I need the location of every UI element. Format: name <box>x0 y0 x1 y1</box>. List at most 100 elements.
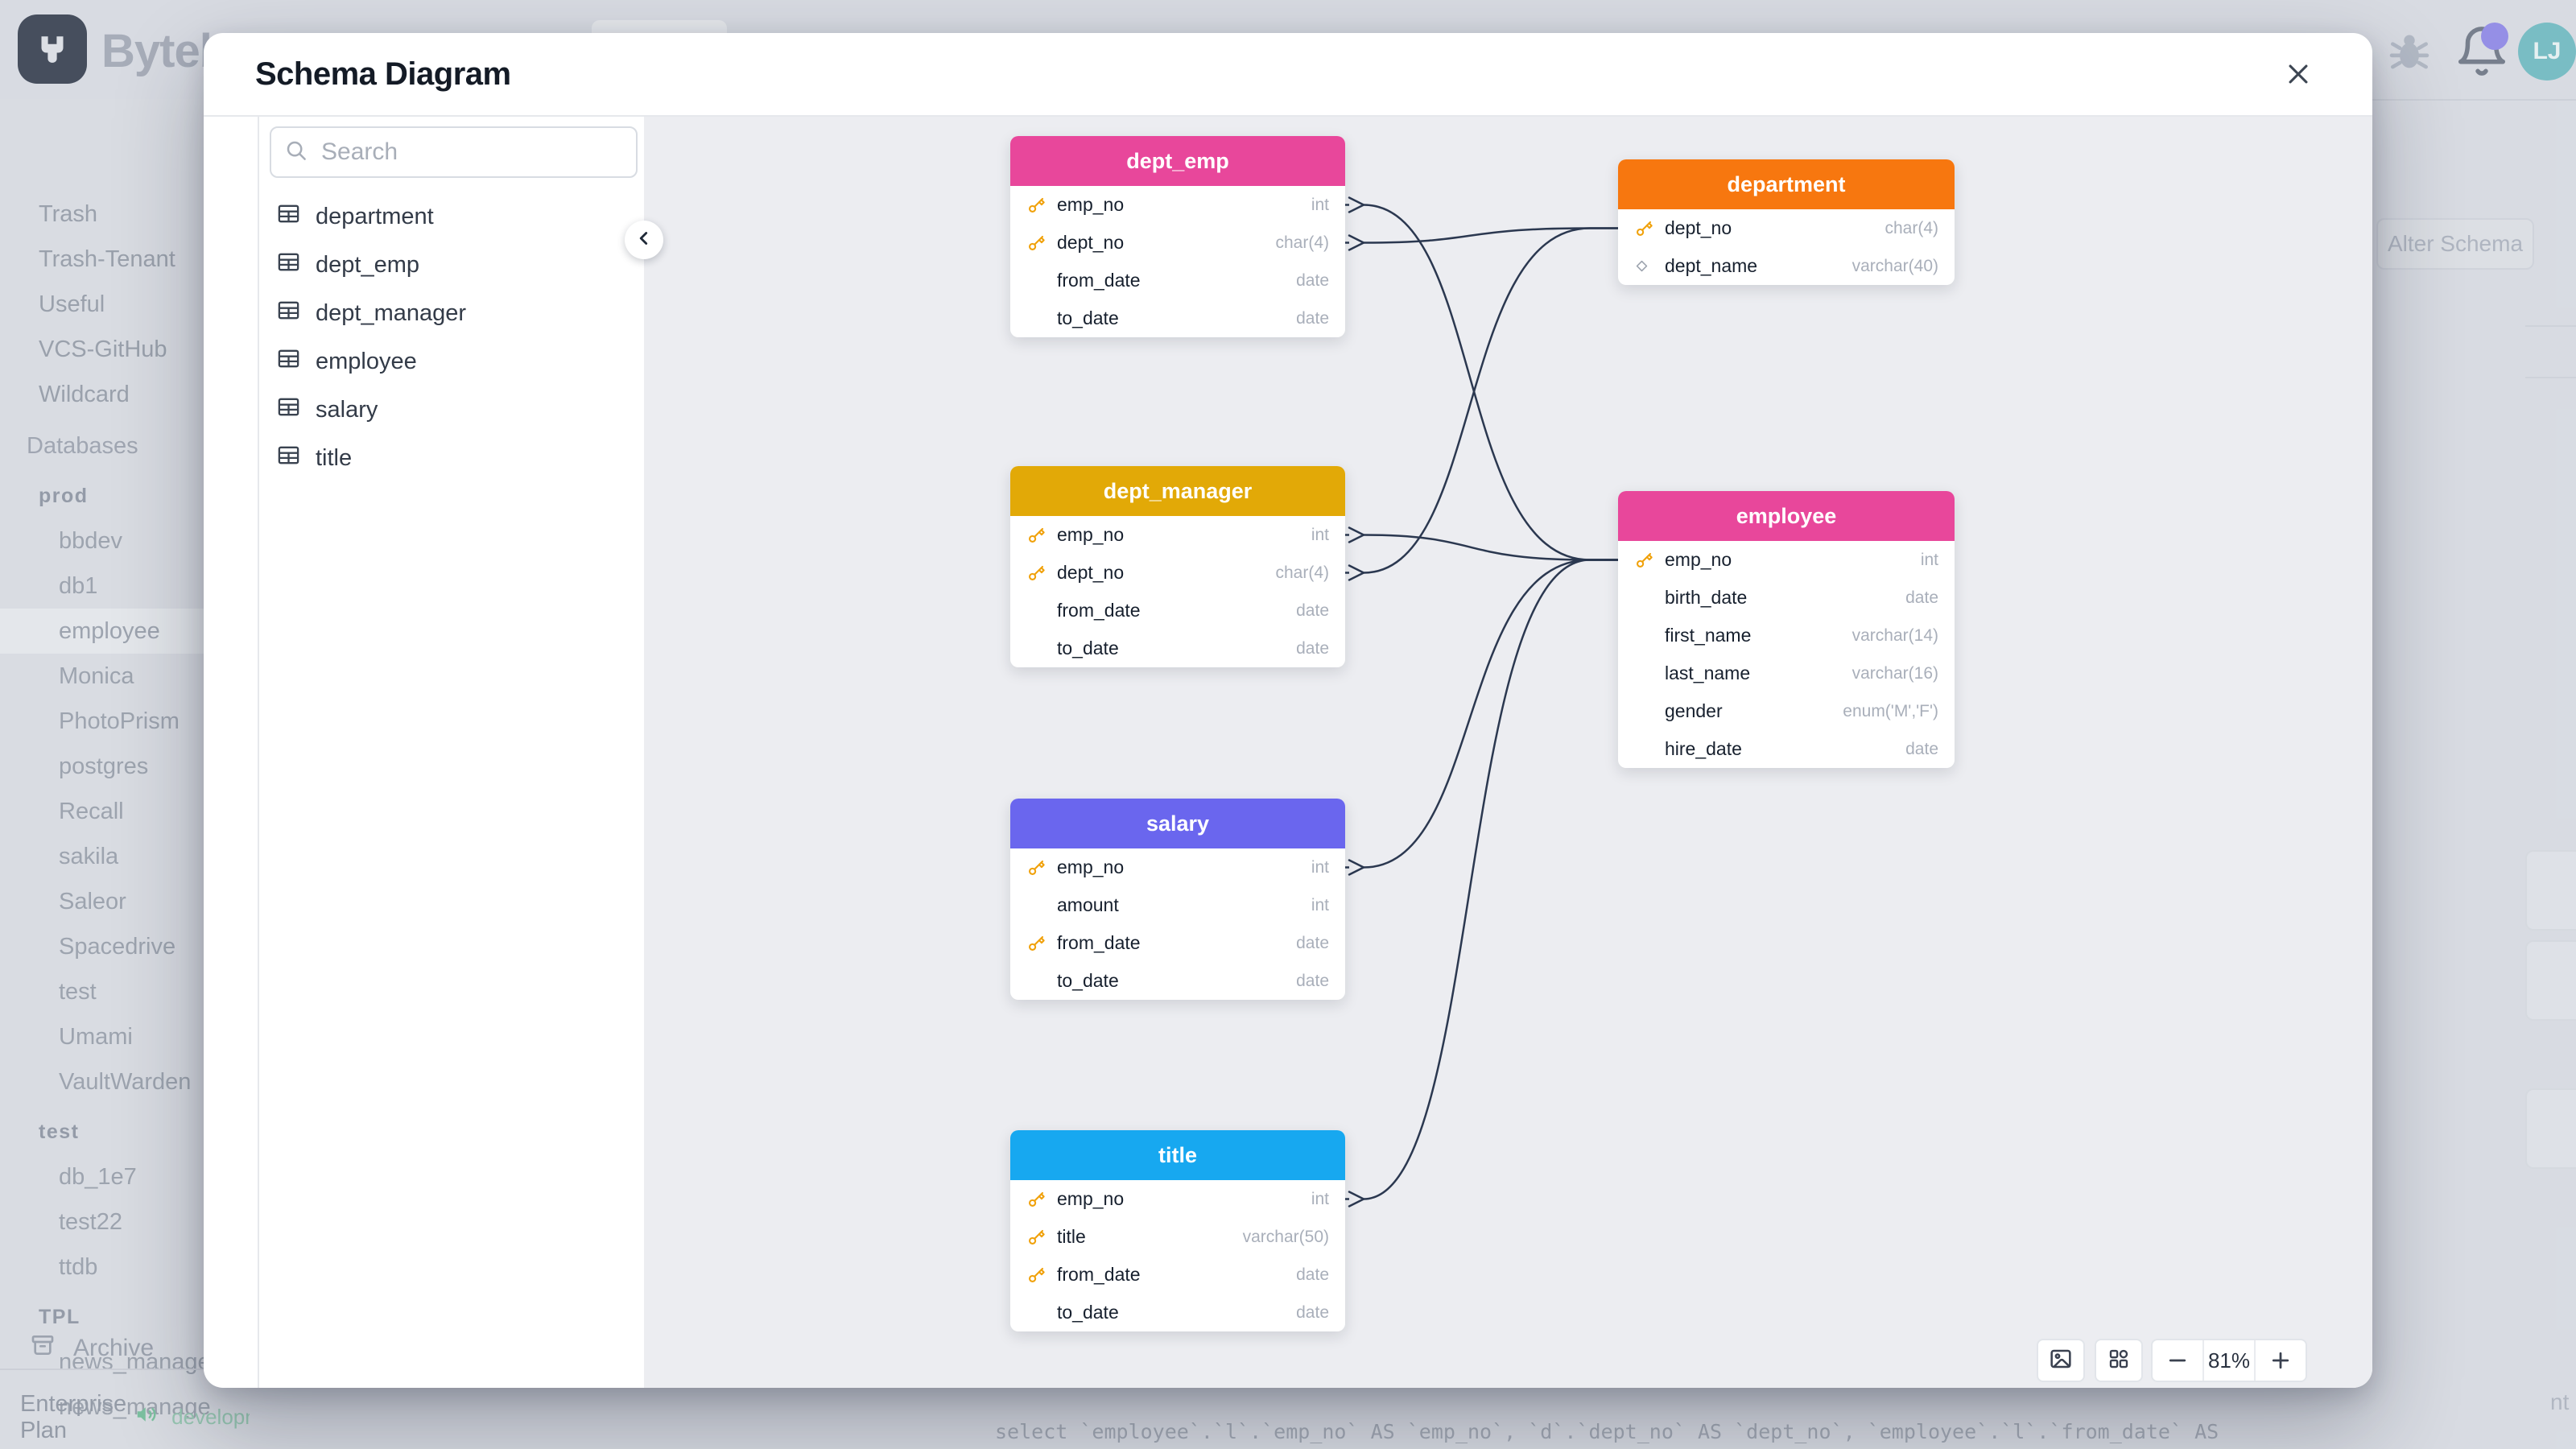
sidebar-db-ttdb[interactable]: ttdb <box>59 1253 98 1280</box>
sidebar-db-bbdev[interactable]: bbdev <box>59 527 123 554</box>
sidebar-db-postgres[interactable]: postgres <box>59 753 149 779</box>
field-name: title <box>1057 1226 1086 1247</box>
bug-icon[interactable] <box>2384 27 2434 81</box>
search-input[interactable] <box>320 138 623 167</box>
close-icon[interactable] <box>2276 52 2321 97</box>
field-name: emp_no <box>1057 1188 1125 1209</box>
zoom-in-button[interactable] <box>2256 1340 2306 1381</box>
field-name: emp_no <box>1057 194 1125 215</box>
sidebar-item-vcs-github[interactable]: VCS-GitHub <box>39 336 167 362</box>
image-export-icon <box>2048 1346 2074 1376</box>
field-name: gender <box>1665 700 1723 721</box>
table-list-item-dept_manager[interactable]: dept_manager <box>259 289 646 337</box>
export-image-button[interactable] <box>2037 1339 2085 1382</box>
table-list-item-salary[interactable]: salary <box>259 386 646 434</box>
diamond-icon <box>1634 258 1665 274</box>
zoom-out-button[interactable] <box>2153 1340 2202 1381</box>
key-icon <box>1634 550 1665 570</box>
zoom-out-icon <box>2169 1359 2186 1362</box>
archive-label: Archive <box>73 1335 155 1361</box>
sidebar-group-test: test <box>39 1120 80 1143</box>
sidebar-db-vaultwarden[interactable]: VaultWarden <box>59 1068 192 1095</box>
notifications-bell-icon[interactable] <box>2454 23 2510 80</box>
field-name: dept_name <box>1665 255 1758 276</box>
bg-panel-fragment <box>2525 1088 2576 1169</box>
field-name: dept_no <box>1665 217 1732 238</box>
field-type: date <box>1296 601 1329 620</box>
sidebar-item-archive[interactable]: Archive <box>0 1324 154 1373</box>
key-icon <box>1026 933 1057 953</box>
table-list-item-department[interactable]: department <box>259 192 646 241</box>
field-name: to_date <box>1057 970 1119 991</box>
table-list-item-title[interactable]: title <box>259 434 646 482</box>
sidebar-db-test[interactable]: test <box>59 978 97 1005</box>
bytebase-logo-icon[interactable] <box>18 14 87 84</box>
sidebar-db-news_manage[interactable]: news_manage <box>59 1393 211 1420</box>
modal-title: Schema Diagram <box>255 56 511 92</box>
sidebar-item-wildcard[interactable]: Wildcard <box>39 381 130 407</box>
sidebar-section-databases: Databases <box>27 432 138 459</box>
field-type: varchar(14) <box>1852 625 1938 645</box>
sidebar-db-recall[interactable]: Recall <box>59 798 124 824</box>
sidebar-item-trash-tenant[interactable]: Trash-Tenant <box>39 246 175 272</box>
sidebar-db-db_1e7[interactable]: db_1e7 <box>59 1163 137 1190</box>
sidebar-db-news_manage[interactable]: news_manage <box>59 1348 211 1375</box>
sidebar-db-test22[interactable]: test22 <box>59 1208 122 1235</box>
field-name: from_date <box>1057 932 1141 953</box>
field-name: amount <box>1057 894 1119 915</box>
sidebar-db-photoprism[interactable]: PhotoPrism <box>59 708 180 734</box>
key-icon <box>1026 1227 1057 1247</box>
field-name: last_name <box>1665 663 1751 683</box>
notification-dot <box>2481 23 2508 50</box>
plan-bar: Enterprise Plan development <box>0 1385 250 1449</box>
search-icon <box>284 138 308 167</box>
table-list-item-employee[interactable]: employee <box>259 337 646 386</box>
field-name: dept_no <box>1057 562 1125 583</box>
sidebar-item-trash[interactable]: Trash <box>39 200 98 227</box>
table-icon <box>276 201 301 233</box>
sidebar-db-db1[interactable]: db1 <box>59 572 98 599</box>
collapse-panel-button[interactable] <box>625 221 663 259</box>
sidebar-item-useful[interactable]: Useful <box>39 291 105 317</box>
field-type: varchar(16) <box>1852 663 1938 683</box>
field-type: date <box>1296 933 1329 952</box>
sidebar-db-spacedrive[interactable]: Spacedrive <box>59 933 176 960</box>
entity-field-row: dept_no char(4) <box>1010 554 1345 592</box>
sidebar-db-saleor[interactable]: Saleor <box>59 888 126 914</box>
avatar[interactable]: LJ <box>2518 23 2576 80</box>
key-icon <box>1026 563 1057 583</box>
field-type: char(4) <box>1275 563 1329 582</box>
table-list-label: dept_manager <box>316 299 467 326</box>
sidebar-db-sakila[interactable]: sakila <box>59 843 119 869</box>
sidebar-db-monica[interactable]: Monica <box>59 663 134 689</box>
field-type: int <box>1311 857 1329 877</box>
auto-layout-button[interactable] <box>2095 1339 2143 1382</box>
chevron-left-icon <box>634 228 654 253</box>
sql-statement-text: select `employee`.`l`.`emp_no` AS `emp_n… <box>995 1420 2219 1443</box>
key-icon <box>1026 1265 1057 1285</box>
sidebar-db-umami[interactable]: Umami <box>59 1023 133 1050</box>
field-type: char(4) <box>1885 218 1938 237</box>
field-name: from_date <box>1057 270 1141 291</box>
alter-schema-button[interactable]: Alter Schema <box>2376 218 2534 270</box>
archive-icon <box>30 1332 56 1364</box>
zoom-control-group: 81% <box>2151 1339 2307 1382</box>
table-list-item-dept_emp[interactable]: dept_emp <box>259 241 646 289</box>
table-list-label: department <box>316 203 434 229</box>
field-type: date <box>1296 308 1329 328</box>
search-box <box>270 126 638 178</box>
